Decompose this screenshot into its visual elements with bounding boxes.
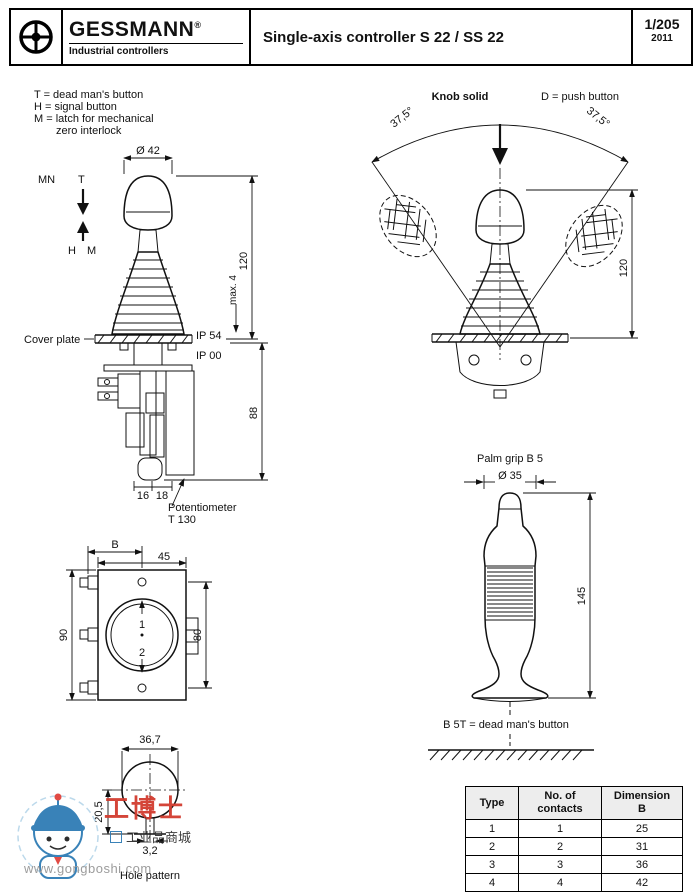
dim-120-label: 120 bbox=[618, 259, 630, 277]
cell-contacts: 2 bbox=[518, 837, 602, 856]
logo-cell: GESSMANN® Industrial controllers bbox=[11, 10, 251, 64]
direction-1-label: 1 bbox=[139, 619, 145, 631]
hole-pattern-caption: Hole pattern bbox=[120, 870, 180, 882]
registered-mark: ® bbox=[194, 20, 202, 30]
table-row: 1 1 25 bbox=[465, 819, 683, 838]
watermark-brand: 工博士 bbox=[104, 794, 186, 823]
dim-16-label: 16 bbox=[137, 490, 149, 502]
tilt-view-drawing: Knob solid D = push button 37,5° 37,5° bbox=[371, 91, 638, 399]
ip54-label: IP 54 bbox=[196, 330, 222, 342]
dim-88-label: 88 bbox=[248, 407, 260, 419]
arrow-down-icon bbox=[77, 203, 89, 215]
brand-name: GESSMANN® bbox=[69, 18, 202, 41]
side-view-drawing: Ø 42 bbox=[24, 145, 268, 526]
potentiometer-label: Potentiometer bbox=[168, 502, 237, 514]
dia-42-label: Ø 42 bbox=[136, 145, 160, 157]
dim-80-label: 80 bbox=[192, 629, 204, 641]
mechanism bbox=[97, 342, 195, 481]
table-row: 3 3 36 bbox=[465, 855, 683, 874]
cell-contacts: 1 bbox=[518, 819, 602, 838]
mascot-icon bbox=[17, 793, 99, 879]
flange-view-drawing: 1 2 B 45 90 80 bbox=[58, 539, 212, 701]
grip-ribs bbox=[487, 567, 533, 617]
potentiometer-type-label: T 130 bbox=[168, 514, 196, 526]
arrow-up-icon bbox=[77, 221, 89, 233]
page-title: Single-axis controller S 22 / SS 22 bbox=[263, 28, 504, 46]
brand-wrap: GESSMANN® Industrial controllers bbox=[63, 10, 249, 64]
cell-dimension: 31 bbox=[601, 837, 683, 856]
cover-plate-section bbox=[94, 334, 193, 344]
dim-145-label: 145 bbox=[576, 587, 588, 605]
label-mn: MN bbox=[38, 174, 55, 186]
page-header: GESSMANN® Industrial controllers Single-… bbox=[9, 8, 693, 66]
ip00-label: IP 00 bbox=[196, 350, 222, 362]
label-h: H bbox=[68, 245, 76, 257]
cell-dimension: 36 bbox=[601, 855, 683, 874]
cover-plate-label: Cover plate bbox=[24, 334, 80, 346]
legend-line-m2: zero interlock bbox=[56, 125, 122, 137]
dim-32-label: 3,2 bbox=[142, 845, 157, 857]
dim-120-label: 120 bbox=[238, 252, 250, 270]
legend: T = dead man's button H = signal button … bbox=[34, 89, 154, 137]
legend-line-h: H = signal button bbox=[34, 101, 117, 113]
palm-grip-label: Palm grip B 5 bbox=[477, 453, 543, 465]
tilted-knob-right bbox=[565, 204, 623, 268]
watermark-url: www.gongboshi.com bbox=[24, 861, 152, 876]
page-number-cell: 1/205 2011 bbox=[631, 10, 691, 64]
housing bbox=[455, 341, 545, 386]
label-t: T bbox=[78, 174, 85, 186]
cell-contacts: 4 bbox=[518, 873, 602, 892]
cell-dimension: 25 bbox=[601, 819, 683, 838]
tagline-icon bbox=[110, 830, 122, 843]
mounting-surface bbox=[428, 749, 594, 761]
grip-body bbox=[471, 492, 549, 699]
cell-type: 1 bbox=[465, 819, 519, 838]
push-arrow-icon bbox=[492, 148, 508, 165]
dia-35-label: Ø 35 bbox=[498, 470, 522, 482]
table-row: 2 2 31 bbox=[465, 837, 683, 856]
cell-contacts: 3 bbox=[518, 855, 602, 874]
cell-type: 2 bbox=[465, 837, 519, 856]
dim-90-label: 90 bbox=[58, 629, 70, 641]
dim-b-label: B bbox=[111, 539, 118, 551]
table-row: 4 4 42 bbox=[465, 873, 683, 892]
max4-label: max. 4 bbox=[228, 275, 239, 305]
gessmann-logo-icon bbox=[11, 10, 63, 64]
legend-line-m: M = latch for mechanical bbox=[34, 113, 154, 125]
dim-18-label: 18 bbox=[156, 490, 168, 502]
brand-subtitle: Industrial controllers bbox=[69, 43, 243, 57]
page-number: 1/205 bbox=[644, 16, 680, 32]
angle-left-label: 37,5° bbox=[388, 105, 416, 130]
knob-solid-label: Knob solid bbox=[432, 91, 489, 103]
technical-drawings: T = dead man's button H = signal button … bbox=[24, 89, 638, 882]
dim-367-label: 36,7 bbox=[139, 734, 160, 746]
b5t-note-label: B 5T = dead man's button bbox=[443, 719, 569, 731]
knob bbox=[123, 175, 173, 231]
page-year: 2011 bbox=[651, 33, 673, 44]
knob bbox=[475, 189, 525, 245]
bellows bbox=[111, 251, 185, 335]
column-header-type: Type bbox=[465, 786, 519, 820]
watermark: 工博士 工业品商城 www.gongboshi.com bbox=[16, 784, 201, 890]
legend-line-t: T = dead man's button bbox=[34, 89, 143, 101]
direction-2-label: 2 bbox=[139, 647, 145, 659]
dim-205-label: 20,5 bbox=[93, 801, 105, 822]
watermark-tagline: 工业品商城 bbox=[110, 827, 191, 846]
palm-grip-drawing: Palm grip B 5 Ø 35 145 B 5T = dead bbox=[428, 453, 596, 761]
label-m: M bbox=[87, 245, 96, 257]
cell-type: 3 bbox=[465, 855, 519, 874]
cell-type: 4 bbox=[465, 873, 519, 892]
dim-45-label: 45 bbox=[158, 551, 170, 563]
cell-dimension: 42 bbox=[601, 873, 683, 892]
hole-pattern-drawing: 36,7 20,5 3,2 Hole pattern bbox=[93, 734, 188, 882]
push-button-label: D = push button bbox=[541, 91, 619, 103]
angle-right-label: 37,5° bbox=[584, 105, 612, 130]
